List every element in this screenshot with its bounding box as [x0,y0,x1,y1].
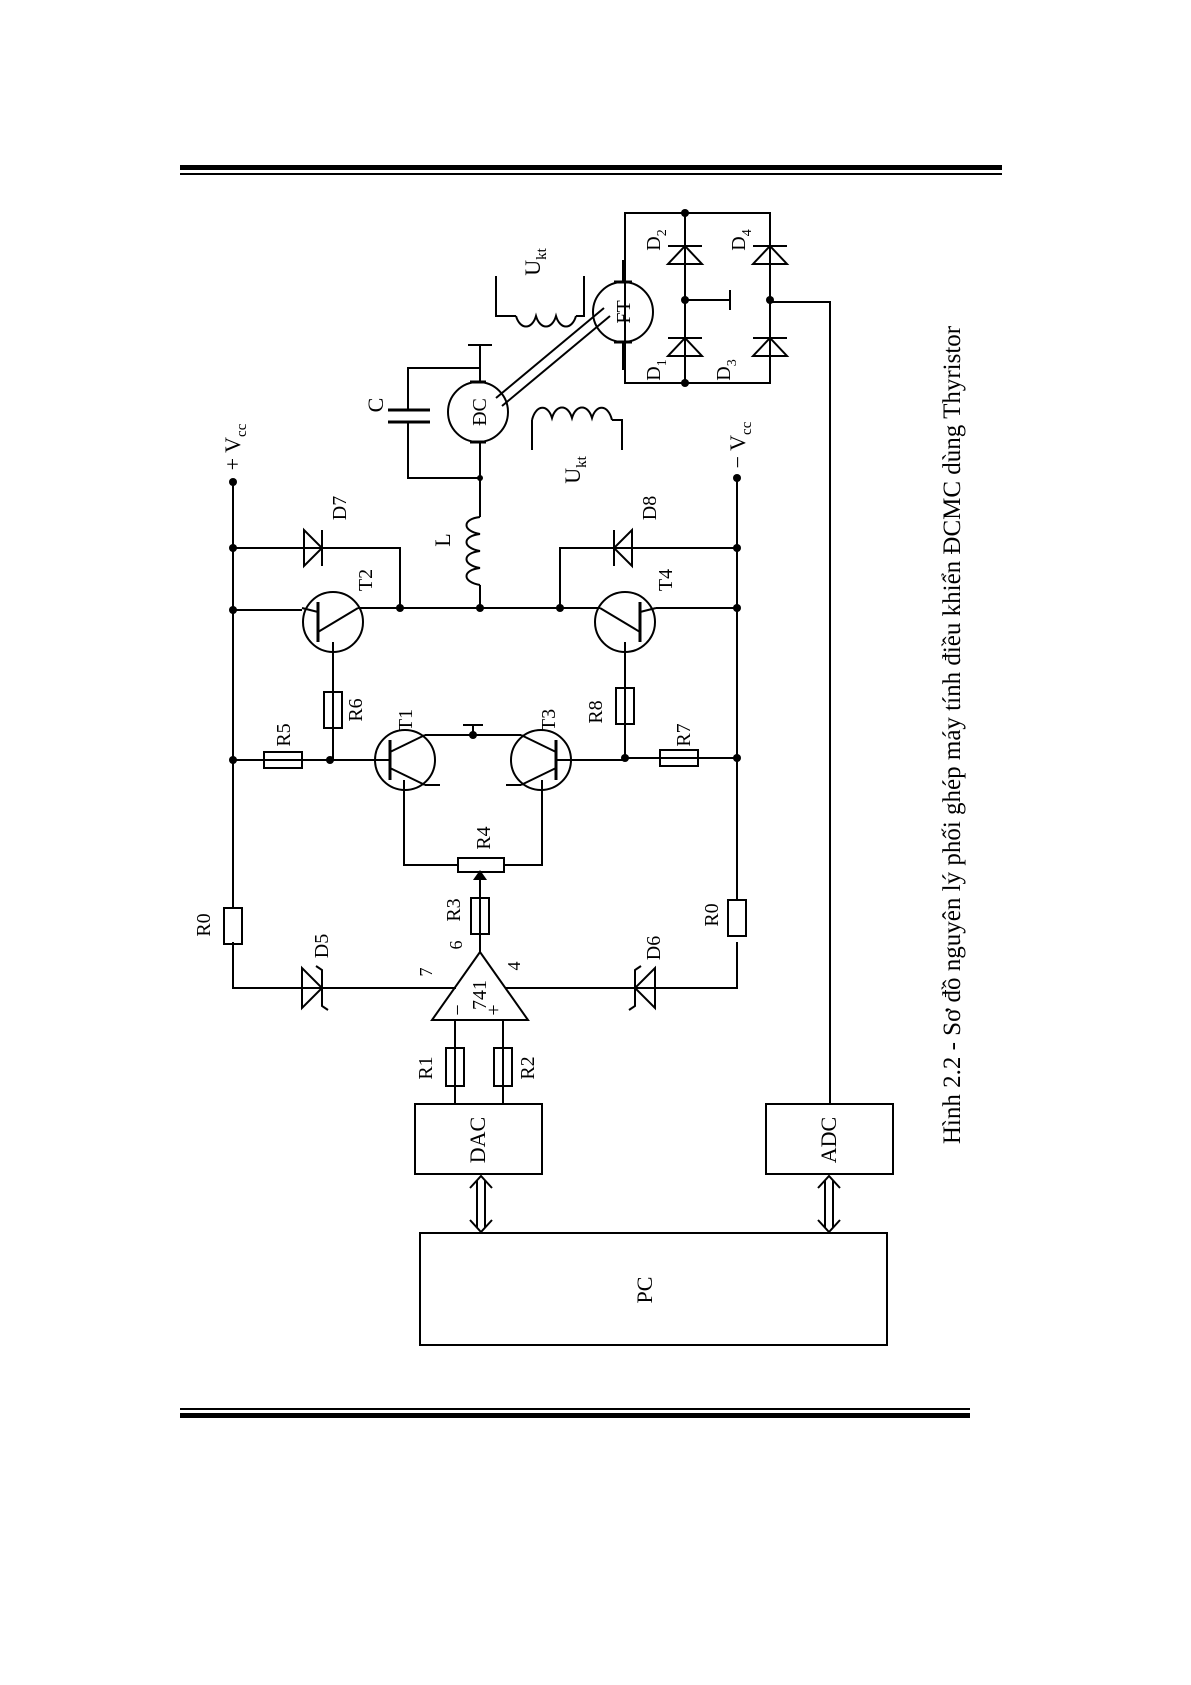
shaft-coupling [496,308,604,398]
opamp-pin-4: 4 [504,962,524,971]
adc-label: ADC [816,1117,841,1163]
d1-label: D1 [643,359,670,380]
t1-transistor [330,730,435,790]
r3-label: R3 [443,898,465,921]
t4-transistor [595,592,656,652]
r8-label: R8 [585,700,607,723]
d8-label: D8 [639,496,661,520]
opamp-pin-6: 6 [446,941,466,950]
adc-feedback-wire [770,302,830,1104]
r4-potentiometer [458,858,504,872]
r0-bottom-label: R0 [701,903,723,926]
opamp-plus: + [483,1004,505,1015]
r4-label: R4 [473,826,495,849]
t1-label: T1 [395,709,417,731]
vcc-negative-label: − Vcc [725,421,755,468]
d6-label: D6 [643,936,665,960]
capacitor-label: C [363,398,388,413]
t3-label: T3 [538,709,560,731]
motor-ukt-label: Ukt [560,455,590,483]
r1-label: R1 [415,1056,437,1079]
pc-label: PC [632,1277,657,1304]
motor-field-winding [532,408,612,421]
d5-label: D5 [311,934,333,958]
t2-label: T2 [355,569,377,591]
inductor-l [467,517,481,585]
r2-label: R2 [517,1056,539,1079]
figure-caption: Hình 2.2 - Sơ đồ nguyên lý phối ghép máy… [939,325,966,1144]
tacho-field-winding [516,316,576,327]
dac-label: DAC [465,1117,490,1163]
r0-bottom-resistor [728,900,746,936]
dc-motor-label: ĐC [469,398,491,426]
d7-label: D7 [329,496,351,520]
r0-top-resistor [224,908,242,944]
r0-top-label: R0 [193,913,215,936]
d2-label: D2 [643,229,670,250]
vcc-positive-label: + Vcc [220,423,250,470]
d3-label: D3 [713,359,740,380]
t3-transistor [511,730,625,790]
tacho-ukt-label: Ukt [520,247,550,275]
opamp-pin-7: 7 [416,968,436,977]
r5-label: R5 [273,723,295,746]
inductor-label: L [430,533,455,546]
t2-transistor [302,592,363,652]
pc-adc-bus-arrow [818,1176,840,1232]
r6-label: R6 [345,698,367,721]
opamp-minus: − [447,1004,469,1015]
r7-label: R7 [673,723,695,746]
pc-dac-bus-arrow [470,1176,492,1232]
t4-label: T4 [655,569,677,591]
d4-label: D4 [728,229,755,250]
